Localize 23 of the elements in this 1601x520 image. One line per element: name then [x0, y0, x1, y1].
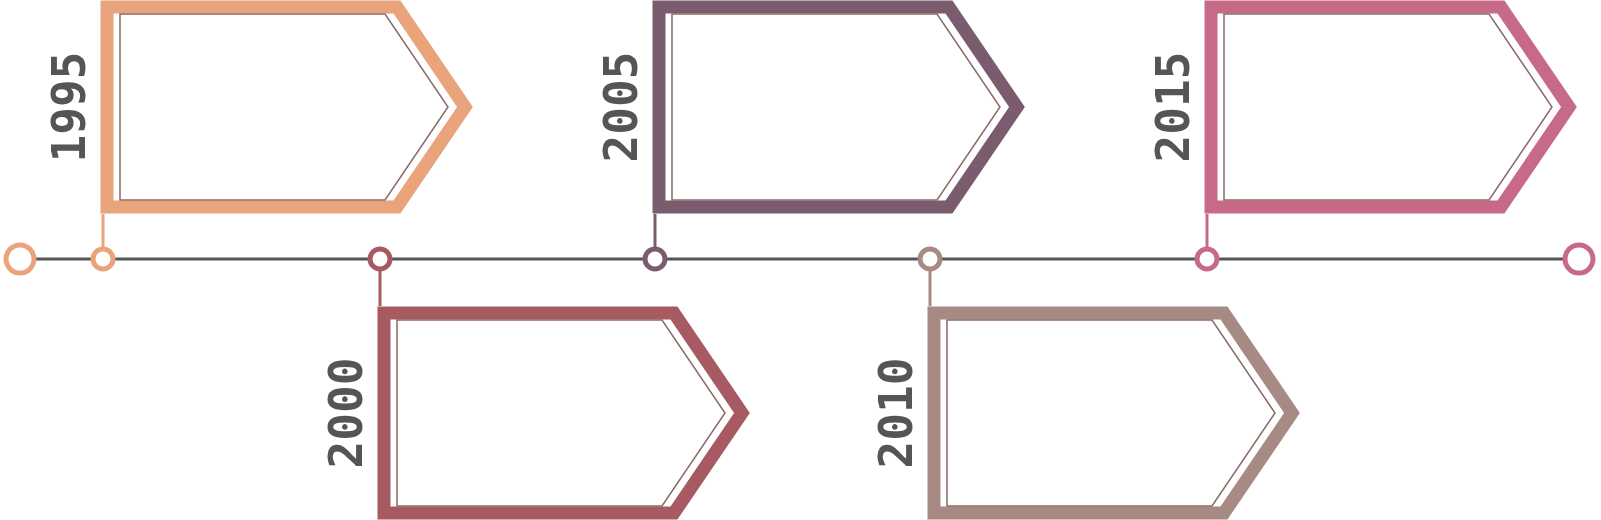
year-label: 1995 [46, 51, 92, 163]
connector-line [928, 271, 932, 306]
connector-line [653, 214, 657, 247]
timeline-marker [642, 246, 668, 272]
timeline-line [667, 257, 918, 261]
connector-line [1205, 214, 1209, 247]
timeline-marker [917, 246, 943, 272]
year-label: 2005 [598, 51, 644, 163]
timeline-line [115, 257, 368, 261]
timeline-line [36, 257, 91, 261]
timeline-marker [3, 242, 37, 276]
timeline-marker [90, 246, 116, 272]
year-label: 2010 [873, 357, 919, 469]
timeline-marker [1562, 242, 1596, 276]
timeline-marker [1194, 246, 1220, 272]
year-label: 2000 [323, 357, 369, 469]
connector-line [101, 214, 105, 247]
timeline-line [392, 257, 643, 261]
timeline-marker [367, 246, 393, 272]
connector-line [378, 271, 382, 306]
year-label: 2015 [1150, 51, 1196, 163]
timeline-line [942, 257, 1195, 261]
timeline-line [1219, 257, 1563, 261]
